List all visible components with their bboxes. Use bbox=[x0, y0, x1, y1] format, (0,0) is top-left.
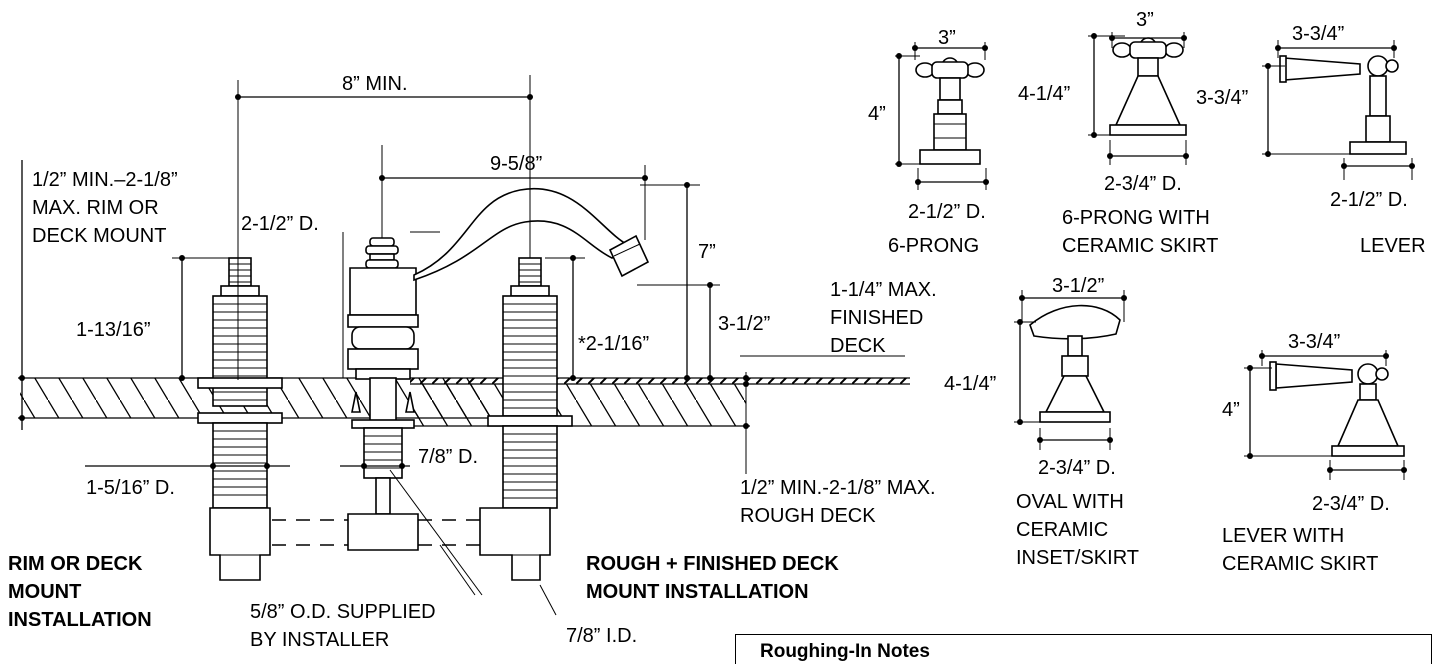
right-valve bbox=[479, 257, 573, 581]
finished-note-line2: FINISHED bbox=[830, 307, 923, 329]
prong-dia: 2-1/2” D. bbox=[908, 201, 986, 223]
handle-oval: 3-1/2” 4-1/4” 2-3/4” D. OVAL WITH CERAMI… bbox=[944, 275, 1139, 569]
oval-width: 3-1/2” bbox=[1052, 275, 1104, 297]
lever-ceramic-name1: LEVER WITH bbox=[1222, 525, 1344, 547]
dim-7-8-id: 7/8” I.D. bbox=[566, 625, 637, 647]
oval-name2: CERAMIC bbox=[1016, 519, 1108, 541]
lever-name: LEVER bbox=[1360, 235, 1426, 257]
lever-dia: 2-1/2” D. bbox=[1330, 189, 1408, 211]
left-valve bbox=[197, 257, 283, 581]
oval-name3: INSET/SKIRT bbox=[1016, 547, 1139, 569]
finished-note-line3: DECK bbox=[830, 335, 886, 357]
supply-note-line2: BY INSTALLER bbox=[250, 629, 389, 651]
dim-9-5-8: 9-5/8” bbox=[490, 153, 542, 175]
lever-ceramic-width: 3-3/4” bbox=[1288, 331, 1340, 353]
center-spout bbox=[347, 187, 650, 551]
rough-note-line1: 1/2” MIN.-2-1/8” MAX. bbox=[740, 477, 936, 499]
handle-lever: 3-3/4” 3-3/4” 2-1/2” D. LEVER bbox=[1196, 23, 1426, 257]
prong-height: 4” bbox=[868, 103, 886, 125]
oval-height: 4-1/4” bbox=[944, 373, 996, 395]
finished-note-line1: 1-1/4” MAX. bbox=[830, 279, 937, 301]
prong-name: 6-PRONG bbox=[888, 235, 979, 257]
supply-lines bbox=[272, 469, 557, 616]
dimension-lines bbox=[19, 75, 905, 474]
lever-ceramic-height: 4” bbox=[1222, 399, 1240, 421]
supply-note-line1: 5/8” O.D. SUPPLIED bbox=[250, 601, 436, 623]
main-labels: 8” MIN. 9-5/8” 7” 3-1/2” *2-1/16” 1-13/1… bbox=[8, 73, 937, 651]
prong-ceramic-width: 3” bbox=[1136, 9, 1154, 31]
lever-width: 3-3/4” bbox=[1292, 23, 1344, 45]
prong-ceramic-dia: 2-3/4” D. bbox=[1104, 173, 1182, 195]
dim-1-13-16: 1-13/16” bbox=[76, 319, 151, 341]
rim-title-line1: RIM OR DECK bbox=[8, 553, 143, 575]
handle-lever-ceramic: 3-3/4” 4” 2-3/4” D. LEVER WITH CERAMIC S… bbox=[1222, 331, 1407, 575]
rim-note-line3: DECK MOUNT bbox=[32, 225, 166, 247]
dim-2-1-16: *2-1/16” bbox=[578, 333, 649, 355]
lever-ceramic-dia: 2-3/4” D. bbox=[1312, 493, 1390, 515]
dim-8-min: 8” MIN. bbox=[342, 73, 408, 95]
rim-title-line2: MOUNT bbox=[8, 581, 81, 603]
rough-title-line1: ROUGH + FINISHED DECK bbox=[586, 553, 839, 575]
dim-7: 7” bbox=[698, 241, 716, 263]
lever-ceramic-name2: CERAMIC SKIRT bbox=[1222, 553, 1378, 575]
dim-3-1-2: 3-1/2” bbox=[718, 313, 770, 335]
rough-title-line2: MOUNT INSTALLATION bbox=[586, 581, 809, 603]
prong-width: 3” bbox=[938, 27, 956, 49]
lever-height: 3-3/4” bbox=[1196, 87, 1248, 109]
handle-6-prong-ceramic: 3” 4-1/4” 2-3/4” D. 6-PRONG WITH CERAMIC… bbox=[1018, 9, 1218, 257]
prong-ceramic-name2: CERAMIC SKIRT bbox=[1062, 235, 1218, 257]
prong-ceramic-height: 4-1/4” bbox=[1018, 83, 1070, 105]
dim-2-1-2-d: 2-1/2” D. bbox=[241, 213, 319, 235]
roughing-notes-panel: Roughing-In Notes bbox=[735, 634, 1432, 664]
rim-title-line3: INSTALLATION bbox=[8, 609, 152, 631]
oval-dia: 2-3/4” D. bbox=[1038, 457, 1116, 479]
prong-ceramic-name1: 6-PRONG WITH bbox=[1062, 207, 1210, 229]
roughing-notes-title: Roughing-In Notes bbox=[760, 641, 930, 662]
dim-1-5-16-d: 1-5/16” D. bbox=[86, 477, 175, 499]
rim-note-line1: 1/2” MIN.–2-1/8” bbox=[32, 169, 178, 191]
dim-7-8-d: 7/8” D. bbox=[418, 446, 478, 468]
rough-note-line2: ROUGH DECK bbox=[740, 505, 876, 527]
oval-name1: OVAL WITH bbox=[1016, 491, 1124, 513]
handle-6-prong: 3” 4” 2-1/2” D. 6-PRONG bbox=[868, 27, 989, 257]
rim-note-line2: MAX. RIM OR bbox=[32, 197, 159, 219]
